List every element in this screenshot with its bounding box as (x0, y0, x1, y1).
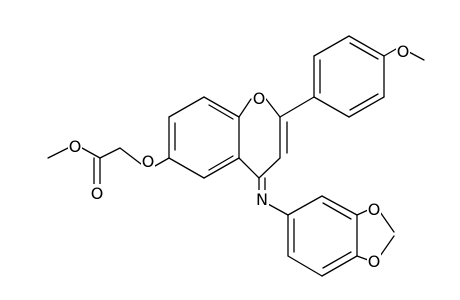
atom-label-o-carbonyl: O (91, 184, 104, 203)
atom-label-o-dioxole-bottom: O (368, 252, 381, 271)
benzo-ring (168, 96, 240, 179)
atom-label-n-imine: N (256, 190, 268, 209)
methoxyphenyl-ring (279, 35, 425, 118)
atom-label-o-dioxole-top: O (368, 200, 381, 219)
benzodioxole-ring (287, 195, 395, 277)
atom-label-o-methoxy: O (397, 42, 410, 61)
pyran-ring (238, 98, 288, 179)
imine-link (258, 177, 289, 216)
atom-label-o-ester: O (69, 137, 82, 156)
atom-label-o-ether: O (142, 152, 155, 171)
atom-label-o-pyran: O (253, 89, 266, 108)
atom-labels: O O O O O N O O (68, 42, 410, 271)
ester-chain (47, 147, 170, 185)
